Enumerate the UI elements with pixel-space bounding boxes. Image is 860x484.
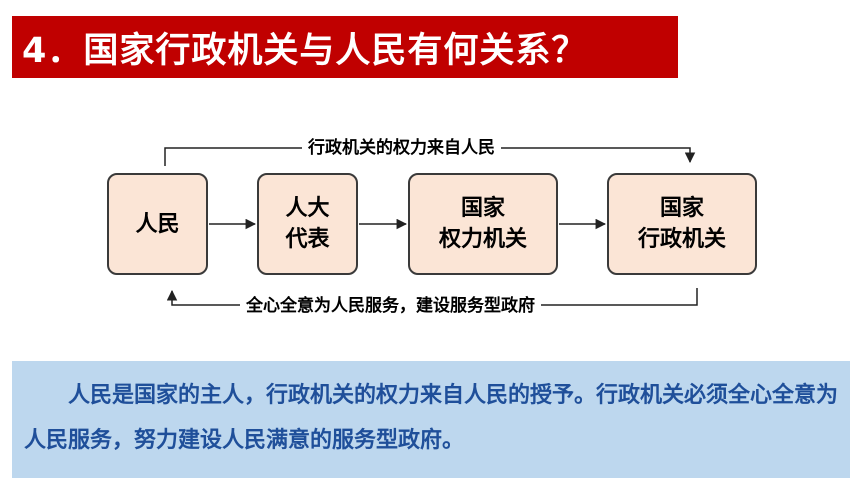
summary-text: 人民是国家的主人，行政机关的权力来自人民的授予。行政机关必须全心全意为人民服务，… <box>24 383 839 453</box>
box-state-power-organ: 国家 权力机关 <box>408 173 558 275</box>
box-people-line-1: 人民 <box>135 211 180 237</box>
bottom-flow-label: 全心全意为人民服务，建设服务型政府 <box>240 294 541 318</box>
box-state-admin-organ-line-2: 行政机关 <box>637 227 726 252</box>
box-people: 人民 <box>107 173 208 275</box>
box-npc-deputies: 人大 代表 <box>257 173 358 275</box>
page-title: 4．国家行政机关与人民有何关系？ <box>12 16 678 78</box>
top-flow-label: 行政机关的权力来自人民 <box>302 136 501 160</box>
summary-panel: 人民是国家的主人，行政机关的权力来自人民的授予。行政机关必须全心全意为人民服务，… <box>12 361 850 478</box>
box-state-admin-organ-line-1: 国家 <box>659 196 704 221</box>
box-state-power-organ-line-1: 国家 <box>460 196 505 221</box>
box-npc-deputies-line-2: 代表 <box>285 227 330 252</box>
box-state-admin-organ: 国家 行政机关 <box>607 173 757 275</box>
box-state-power-organ-line-2: 权力机关 <box>438 227 527 252</box>
box-npc-deputies-line-1: 人大 <box>285 196 330 221</box>
